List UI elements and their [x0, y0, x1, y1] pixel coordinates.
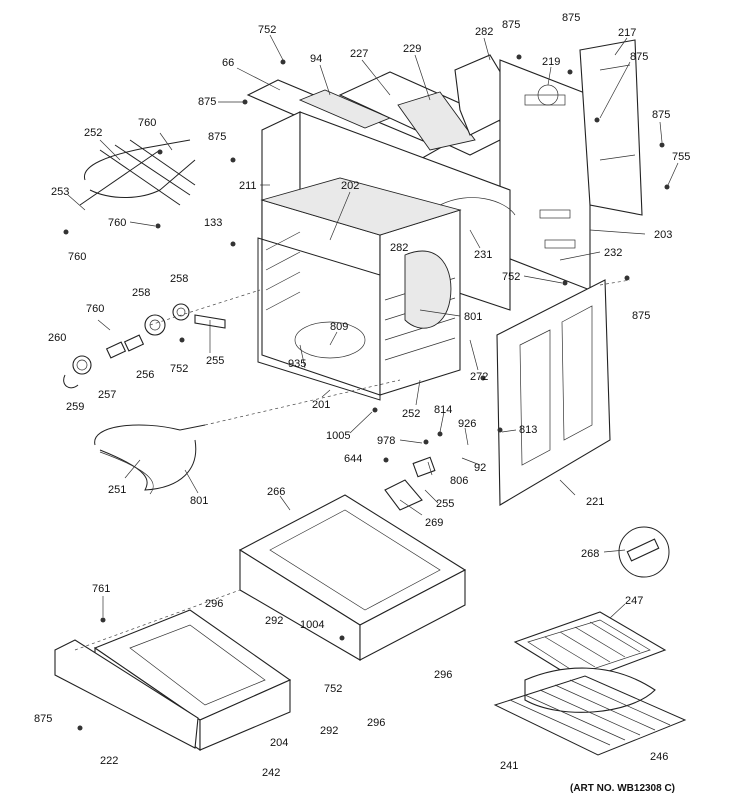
callout-label: 801	[464, 311, 482, 323]
callout-label: 242	[262, 767, 280, 779]
callout-label: 760	[138, 117, 156, 129]
callout-label: 875	[502, 19, 520, 31]
callout-label: 875	[198, 96, 216, 108]
callout-label: 272	[470, 371, 488, 383]
callout-label: 806	[450, 475, 468, 487]
art-number: (ART NO. WB12308 C)	[570, 783, 675, 794]
callout-label: 282	[390, 242, 408, 254]
callout-label: 292	[320, 725, 338, 737]
callout-label: 801	[190, 495, 208, 507]
callout-label: 251	[108, 484, 126, 496]
callout-label: 760	[68, 251, 86, 263]
callout-label: 256	[136, 369, 154, 381]
callout-label: 760	[108, 217, 126, 229]
callout-label: 217	[618, 27, 636, 39]
callout-label: 875	[34, 713, 52, 725]
callout-label: 269	[425, 517, 443, 529]
callout-label: 222	[100, 755, 118, 767]
callout-label: 258	[132, 287, 150, 299]
callout-label: 875	[562, 12, 580, 24]
callout-label: 292	[265, 615, 283, 627]
callout-label: 761	[92, 583, 110, 595]
callout-label: 221	[586, 496, 604, 508]
callout-label: 255	[436, 498, 454, 510]
callout-label: 1004	[300, 619, 324, 631]
callout-label: 752	[170, 363, 188, 375]
callout-label: 246	[650, 751, 668, 763]
callout-label: 231	[474, 249, 492, 261]
callout-label: 92	[474, 462, 486, 474]
callout-label: 252	[84, 127, 102, 139]
oven-rack-bars	[509, 679, 671, 746]
leader-lines	[67, 34, 679, 619]
callout-label: 227	[350, 48, 368, 60]
callout-label: 926	[458, 418, 476, 430]
callout-label: 241	[500, 760, 518, 772]
callout-label: 266	[267, 486, 285, 498]
callout-label: 755	[672, 151, 690, 163]
callout-label: 296	[434, 669, 452, 681]
callout-label: 814	[434, 404, 452, 416]
callout-label: 752	[258, 24, 276, 36]
callout-label: 809	[330, 321, 348, 333]
callout-label: 760	[86, 303, 104, 315]
callout-labels: 752 94 227 229 282 875 875 219 217 875 6…	[34, 12, 690, 779]
callout-label: 94	[310, 53, 322, 65]
callout-label: 204	[270, 737, 288, 749]
callout-label: 752	[502, 271, 520, 283]
callout-label: 268	[581, 548, 599, 560]
callout-label: 875	[630, 51, 648, 63]
callout-label: 1005	[326, 430, 350, 442]
callout-label: 875	[652, 109, 670, 121]
callout-label: 258	[170, 273, 188, 285]
callout-label: 252	[402, 408, 420, 420]
callout-label: 813	[519, 424, 537, 436]
range-body-parts	[54, 39, 687, 756]
callout-label: 202	[341, 180, 359, 192]
callout-label: 875	[632, 310, 650, 322]
callout-label: 211	[239, 180, 257, 192]
detail-circle	[618, 526, 670, 578]
callout-label: 253	[51, 186, 69, 198]
callout-label: 257	[98, 389, 116, 401]
callout-label: 247	[625, 595, 643, 607]
callout-label: 232	[604, 247, 622, 259]
callout-label: 296	[367, 717, 385, 729]
callout-label: 978	[377, 435, 395, 447]
callout-label: 296	[205, 598, 223, 610]
callout-label: 203	[654, 229, 672, 241]
callout-label: 259	[66, 401, 84, 413]
callout-label: 260	[48, 332, 66, 344]
callout-label: 752	[324, 683, 342, 695]
callout-label: 255	[206, 355, 224, 367]
callout-label: 229	[403, 43, 421, 55]
callout-label: 66	[222, 57, 234, 69]
callout-label: 282	[475, 26, 493, 38]
callout-label: 133	[204, 217, 222, 229]
callout-label: 219	[542, 56, 560, 68]
callout-label: 201	[312, 399, 330, 411]
callout-label: 875	[208, 131, 226, 143]
broiler-grid-lines	[544, 621, 641, 668]
callout-label: 644	[344, 453, 362, 465]
callout-label: 935	[288, 358, 306, 370]
